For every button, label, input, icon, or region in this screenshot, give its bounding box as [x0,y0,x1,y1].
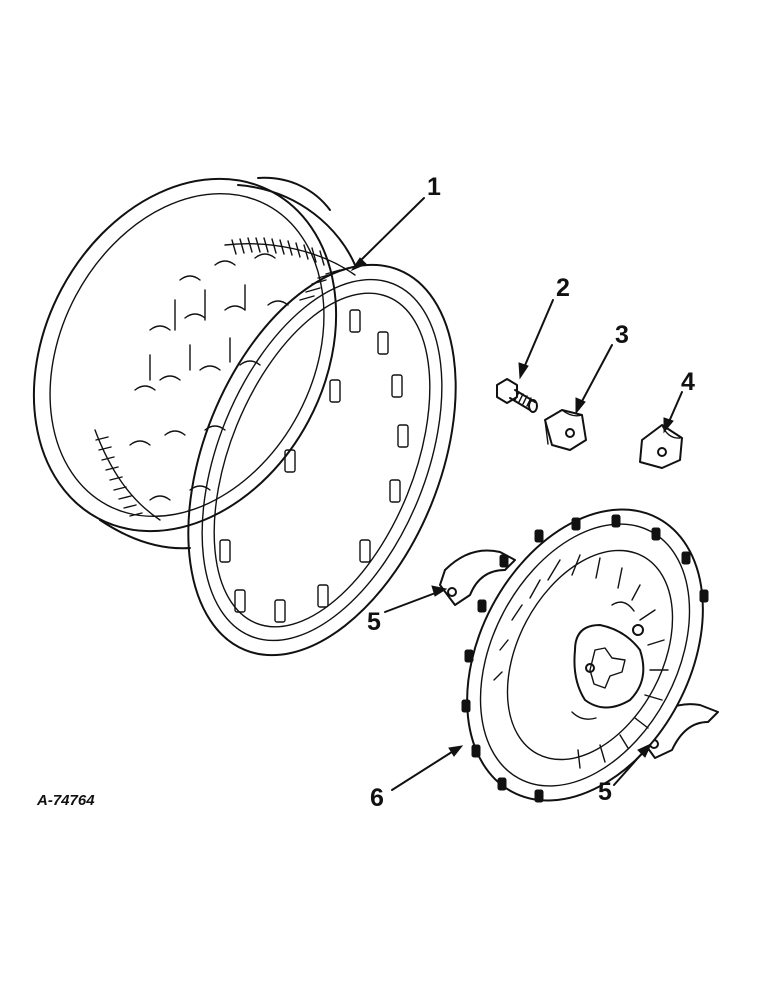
wheel-disc [461,508,709,803]
callout-3: 3 [615,321,629,349]
rim-interior-slots [129,253,289,501]
callout-2: 2 [556,274,570,302]
bolt [496,378,538,413]
callout-1: 1 [427,173,441,201]
disc-perimeter-lugs [461,514,709,803]
disc-ribs [493,554,669,769]
leader-lines [350,197,683,791]
figure-id: A-74764 [36,792,95,809]
drop-center-knurl [95,237,349,517]
wheel-rim [32,176,457,657]
callout-4: 4 [681,368,695,396]
clamp-alt [639,424,683,469]
callout-5-upper: 5 [367,608,381,636]
front-flange-slots [219,309,409,623]
callout-5-lower: 5 [598,778,612,806]
callout-6: 6 [370,784,384,812]
clamp [544,409,587,451]
bolt-thread [514,391,532,407]
clamp-segment-upper [439,549,516,606]
